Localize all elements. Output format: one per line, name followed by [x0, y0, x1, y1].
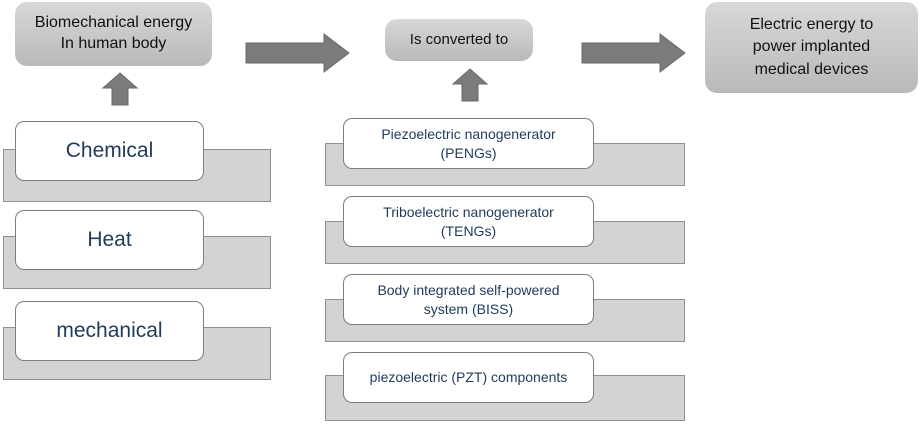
mechanical-label: mechanical: [56, 319, 163, 342]
teng-card: Triboelectric nanogenerator (TENGs): [343, 196, 594, 247]
teng-label: Triboelectric nanogenerator (TENGs): [383, 204, 554, 239]
output-box: Electric energy to power implanted medic…: [705, 2, 918, 93]
chemical-label: Chemical: [65, 139, 154, 162]
right-arrow-icon: [581, 32, 686, 74]
pzt-card: piezoelectric (PZT) components: [343, 352, 594, 403]
pzt-label: piezoelectric (PZT) components: [369, 369, 568, 386]
source-box: Biomechanical energy In human body: [15, 2, 212, 66]
output-label: Electric energy to power implanted medic…: [749, 15, 874, 78]
mechanical-card: mechanical: [15, 301, 204, 361]
right-arrow-icon: [245, 32, 350, 74]
chemical-card: Chemical: [15, 121, 204, 181]
up-arrow-icon: [101, 72, 139, 106]
peng-label: Piezoelectric nanogenerator (PENGs): [381, 126, 556, 161]
process-box: Is converted to: [385, 19, 533, 61]
heat-card: Heat: [15, 210, 204, 270]
process-label: Is converted to: [409, 30, 509, 48]
source-label: Biomechanical energy In human body: [34, 14, 193, 52]
heat-label: Heat: [87, 228, 132, 251]
up-arrow-icon: [451, 68, 489, 102]
biss-label: Body integrated self-powered system (BIS…: [377, 282, 560, 317]
peng-card: Piezoelectric nanogenerator (PENGs): [343, 118, 594, 169]
biss-card: Body integrated self-powered system (BIS…: [343, 274, 594, 325]
